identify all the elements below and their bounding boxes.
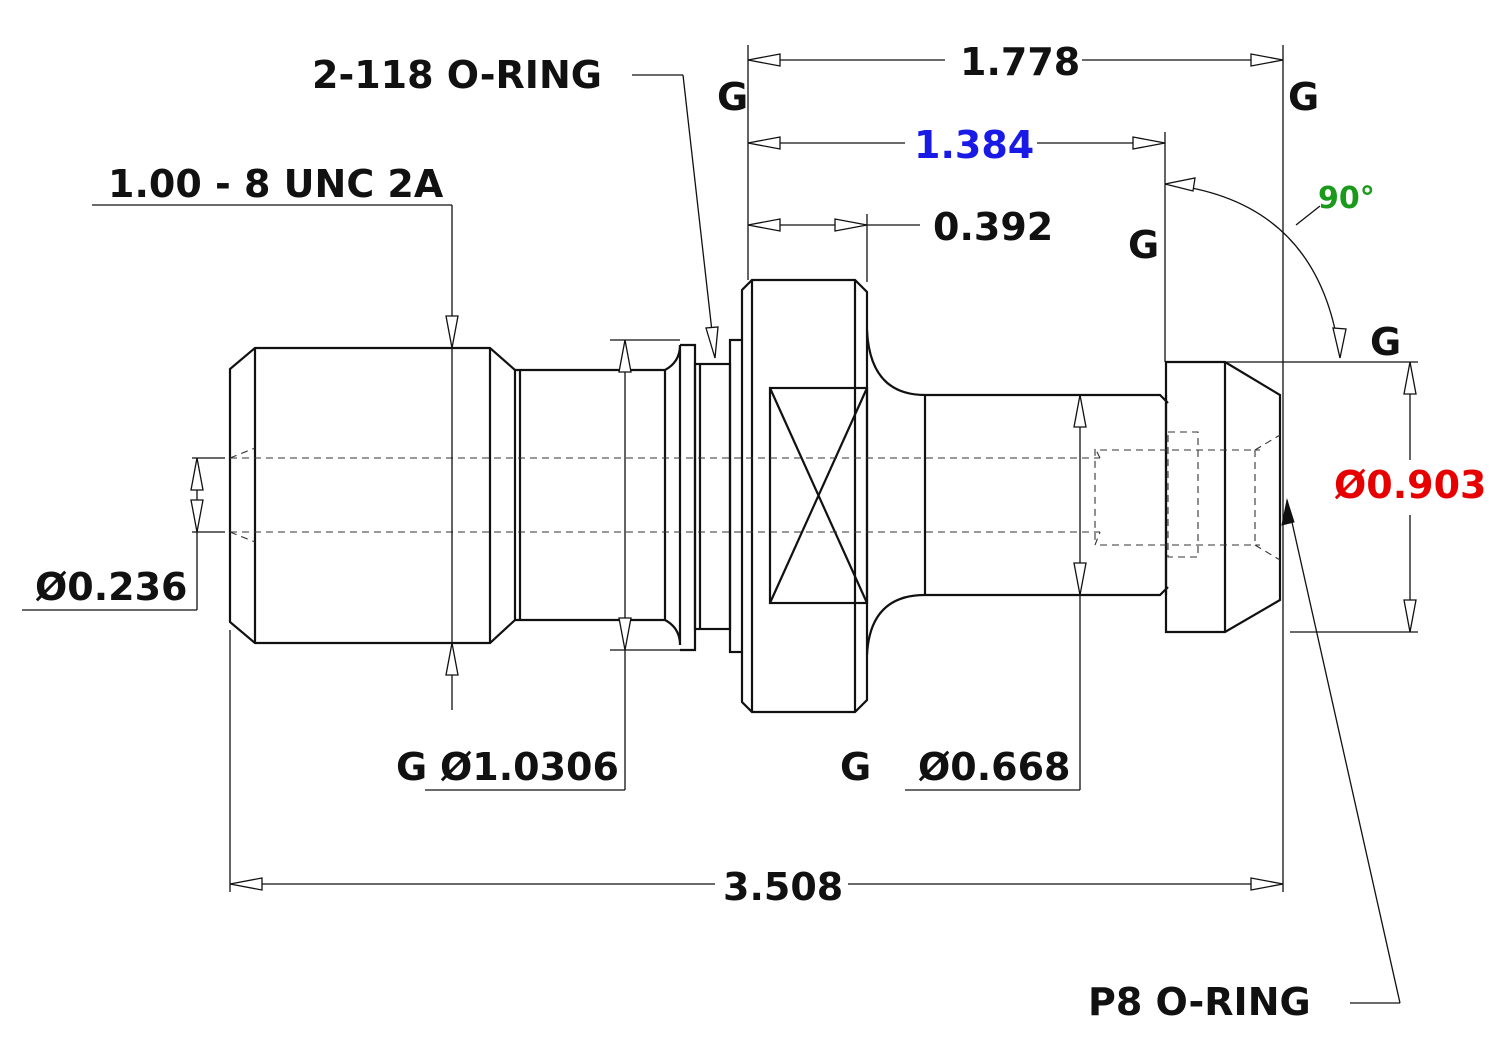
label-g-top-right: G	[1288, 75, 1319, 119]
label-dia-0236: Ø0.236	[35, 565, 188, 609]
label-dim-0392: 0.392	[933, 205, 1053, 249]
label-thread-spec: 1.00 - 8 UNC 2A	[108, 162, 444, 206]
label-g-mid: G	[1128, 223, 1159, 267]
retention-head	[1164, 360, 1282, 634]
label-g-top-left: G	[717, 75, 748, 119]
dimension-labels: 2-118 O-RING 1.00 - 8 UNC 2A 1.778 1.384…	[35, 40, 1487, 1024]
label-g-right: G	[1370, 320, 1401, 364]
label-oring-2-118: 2-118 O-RING	[312, 53, 602, 97]
shank-section	[515, 344, 682, 646]
hex-flange	[740, 278, 869, 714]
extension-lines	[192, 45, 1418, 892]
label-dia-10306: Ø1.0306	[440, 745, 619, 789]
neck-fillet	[865, 329, 1169, 404]
label-dim-1384: 1.384	[914, 123, 1034, 167]
label-dia-0668: Ø0.668	[918, 745, 1071, 789]
hidden-lines	[229, 431, 1281, 561]
dimension-lines	[22, 53, 1417, 1004]
angle-arc	[1164, 183, 1341, 359]
label-dim-1778: 1.778	[960, 40, 1080, 84]
part-outline	[228, 278, 1282, 714]
label-angle-90: 90°	[1318, 181, 1375, 216]
wrench-flat	[768, 386, 869, 605]
thread-section	[228, 346, 517, 645]
label-p8-oring: P8 O-RING	[1088, 980, 1311, 1024]
label-dim-3508: 3.508	[723, 865, 843, 909]
label-dia-0903: Ø0.903	[1334, 463, 1487, 507]
label-g-bottom-left: G	[396, 745, 427, 789]
label-g-bottom-mid: G	[840, 745, 871, 789]
oring-groove	[680, 343, 697, 652]
